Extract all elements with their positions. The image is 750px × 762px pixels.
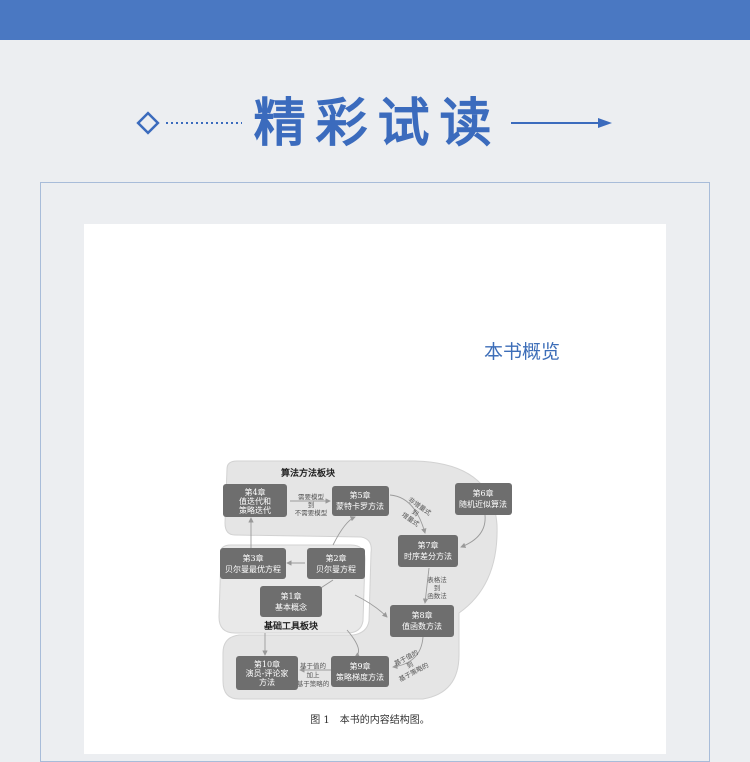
chapter-box-3: 第3章 贝尔曼最优方程 <box>220 548 286 579</box>
chapter-3-title: 贝尔曼最优方程 <box>225 564 281 574</box>
top-banner-bar <box>0 0 750 40</box>
heading-title: 精彩试读 <box>253 94 502 154</box>
edge-label-table-2: 到 <box>434 584 441 592</box>
edge-ch6-ch7 <box>460 514 486 548</box>
chapter-box-5: 第5章 蒙特卡罗方法 <box>332 486 389 516</box>
chapter-box-1: 第1章 基本概念 <box>260 586 322 617</box>
chapter-8-title: 值函数方法 <box>402 621 442 631</box>
chapter-5-number: 第5章 <box>349 490 370 500</box>
edge-label-model-1: 需要模型 <box>298 492 325 501</box>
chapter-3-number: 第3章 <box>242 553 263 563</box>
chapter-box-4: 第4章 值迭代和 策略迭代 <box>223 484 287 517</box>
figure-caption: 图 1 本书的内容结构图。 <box>310 715 430 726</box>
chapter-box-8: 第8章 值函数方法 <box>390 605 454 637</box>
chapter-4-title-1: 值迭代和 <box>239 496 271 506</box>
edge-label-incremental-2: 到 <box>410 508 420 518</box>
chapter-box-10: 第10章 演员-评论家 方法 <box>236 656 298 690</box>
chapter-1-title: 基本概念 <box>275 602 307 612</box>
region-label-algorithm: 算法方法板块 <box>281 467 336 479</box>
chapter-10-title-2: 方法 <box>259 677 275 687</box>
edge-label-model-2: 到 <box>308 501 315 509</box>
chapter-2-title: 贝尔曼方程 <box>316 564 356 574</box>
chapter-box-6: 第6章 随机近似算法 <box>455 483 512 515</box>
chapter-box-9: 第9章 策略梯度方法 <box>331 656 389 687</box>
chapter-1-number: 第1章 <box>280 591 301 601</box>
chapter-4-number: 第4章 <box>244 487 265 497</box>
chapter-9-number: 第9章 <box>349 661 370 671</box>
edge-label-value-add-3: 基于策略的 <box>297 679 330 688</box>
edge-label-value-policy-2: 到 <box>405 660 414 670</box>
edge-label-table-3: 函数法 <box>427 591 447 600</box>
chapter-10-number: 第10章 <box>254 659 280 669</box>
edge-label-table-1: 表格法 <box>427 575 447 584</box>
chapter-box-7: 第7章 时序差分方法 <box>398 535 458 567</box>
chapter-5-title: 蒙特卡罗方法 <box>336 501 384 511</box>
edge-foundation-ch9 <box>346 629 361 658</box>
edge-ch5-ch7 <box>389 494 427 534</box>
chapter-7-number: 第7章 <box>417 540 438 550</box>
edge-label-value-add-1: 基于值的 <box>300 661 327 670</box>
chapter-6-title: 随机近似算法 <box>459 499 507 509</box>
region-label-foundation: 基础工具板块 <box>263 620 319 632</box>
chapter-6-number: 第6章 <box>472 488 493 498</box>
overview-title: 本书概览 <box>484 341 561 363</box>
heading-decoration <box>136 111 612 135</box>
chapter-2-number: 第2章 <box>325 553 346 563</box>
edge-ch2-ch8 <box>354 594 388 618</box>
chapter-8-number: 第8章 <box>411 610 432 620</box>
edge-ch8-ch9 <box>392 636 424 670</box>
chapter-7-title: 时序差分方法 <box>404 551 452 561</box>
diamond-icon <box>136 111 160 135</box>
chapter-box-2: 第2章 贝尔曼方程 <box>307 548 365 579</box>
algorithm-region <box>222 460 498 700</box>
edge-label-model-3: 不需要模型 <box>295 508 328 517</box>
chapter-9-title: 策略梯度方法 <box>336 672 384 682</box>
chapter-4-title-2: 策略迭代 <box>239 505 271 515</box>
section-heading: 精彩试读 <box>0 85 750 165</box>
edge-ch2-ch5 <box>332 516 356 546</box>
edge-ch7-ch8 <box>422 567 430 604</box>
chapter-10-title-1: 演员-评论家 <box>246 668 289 678</box>
arrow-head-icon <box>598 118 612 128</box>
edge-label-value-add-2: 加上 <box>307 670 321 679</box>
structure-diagram: 算法方法板块 基础工具板块 需要模型 到 不需要模型 非增量式 到 增量式 表格… <box>218 460 512 700</box>
